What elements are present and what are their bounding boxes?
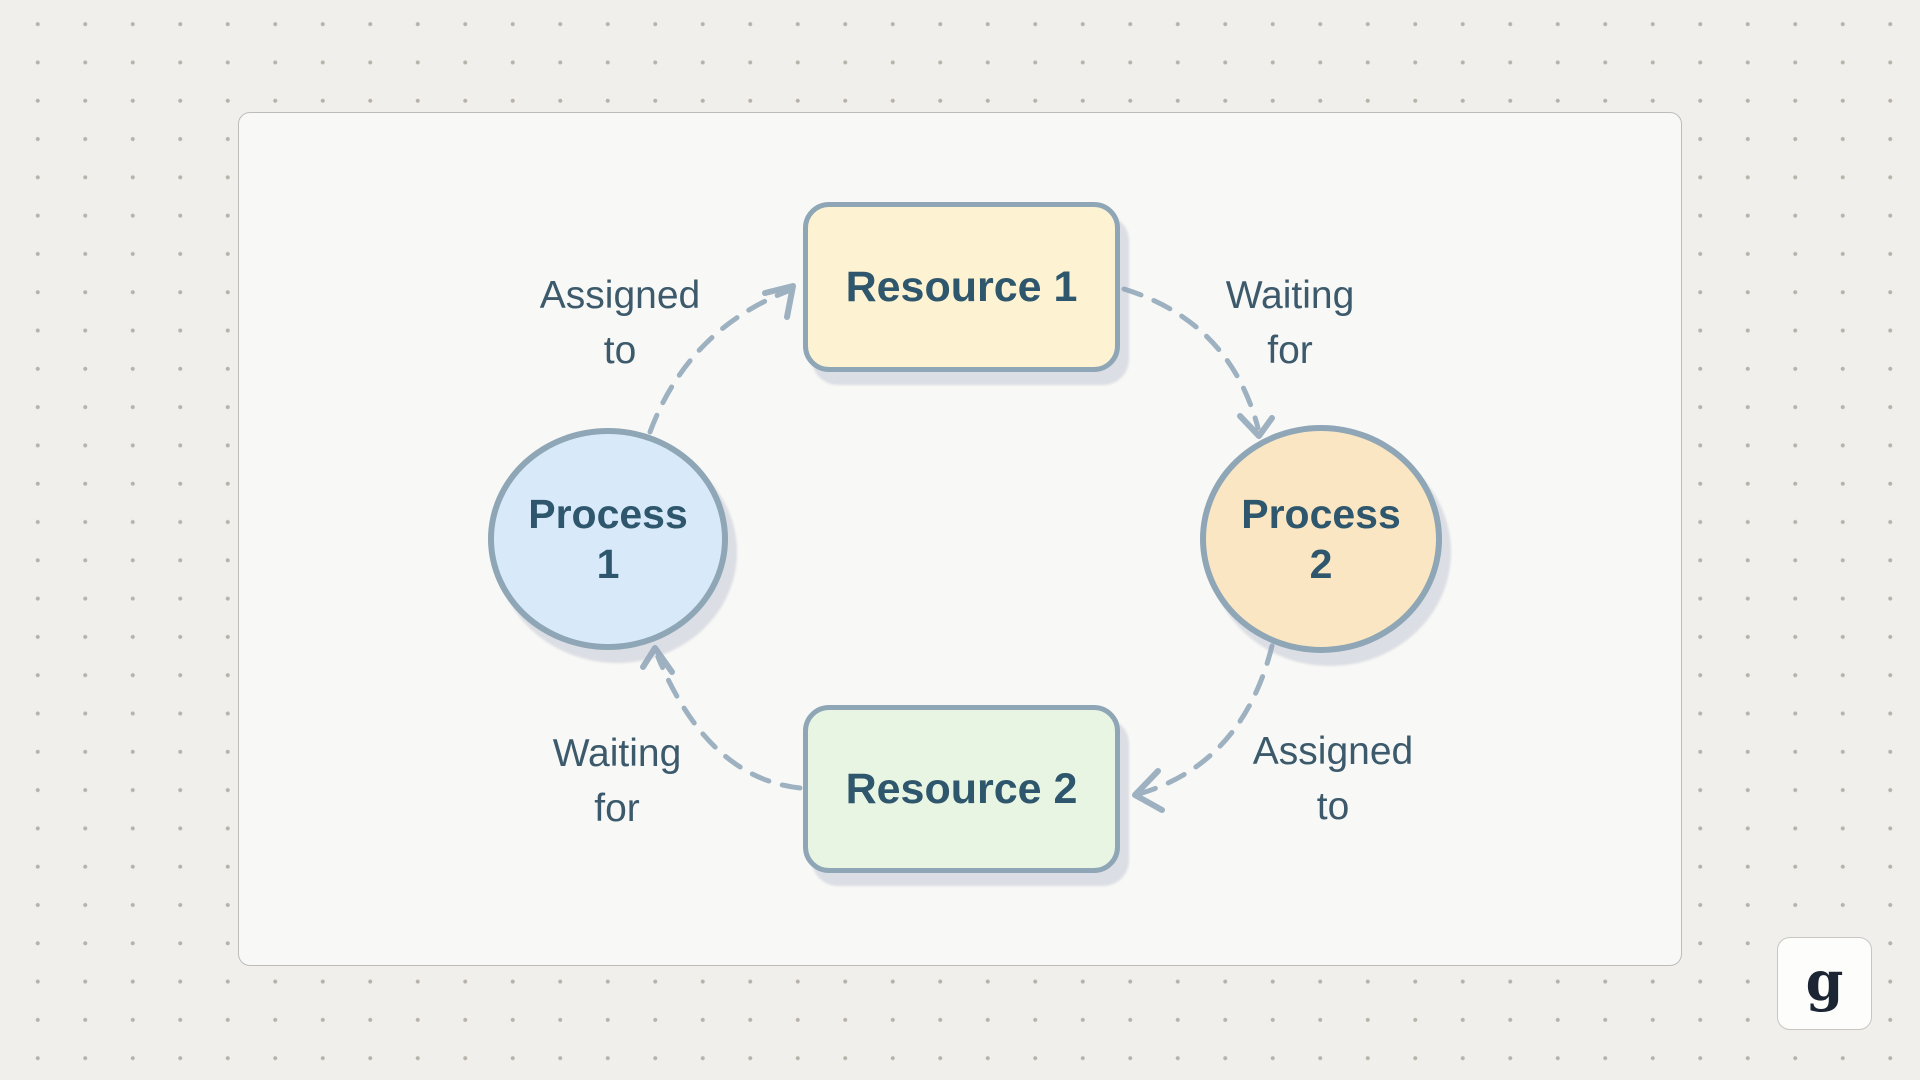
edge-label-waiting-for-bottom: Waiting for bbox=[552, 732, 682, 830]
app-logo-letter: g bbox=[1805, 948, 1844, 1013]
node-process-1[interactable]: Process 1 bbox=[488, 428, 728, 650]
edge-label-assigned-to-bottom: Assigned to bbox=[1252, 730, 1414, 828]
node-process-2-label: Process 2 bbox=[1241, 491, 1401, 587]
node-process-1-label: Process 1 bbox=[528, 491, 688, 587]
node-process-2[interactable]: Process 2 bbox=[1200, 425, 1442, 653]
node-resource-1[interactable]: Resource 1 bbox=[803, 202, 1120, 372]
app-logo-badge[interactable]: g bbox=[1777, 937, 1872, 1030]
node-resource-2[interactable]: Resource 2 bbox=[803, 705, 1120, 873]
node-resource-2-label: Resource 2 bbox=[845, 764, 1078, 813]
edge-label-assigned-to-top: Assigned to bbox=[539, 274, 701, 372]
node-resource-1-label: Resource 1 bbox=[845, 262, 1078, 311]
edge-label-waiting-for-top: Waiting for bbox=[1225, 274, 1355, 372]
